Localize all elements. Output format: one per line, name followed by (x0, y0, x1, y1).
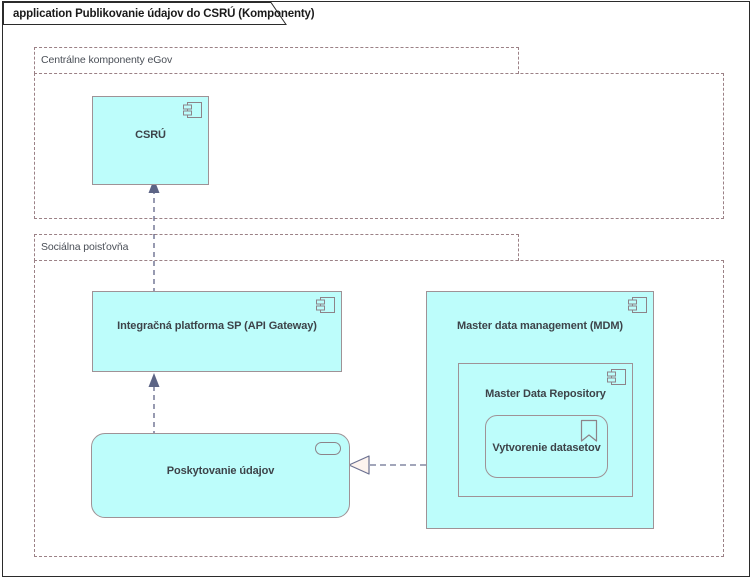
component-label-mdm: Master data management (MDM) (457, 320, 623, 332)
service-label-poskytovanie-udajov: Poskytovanie údajov (166, 465, 275, 477)
group-header-tab (34, 234, 519, 261)
group-header-tab (34, 47, 519, 74)
component-master-data-repository[interactable]: Master Data Repository Vytvorenie datase… (458, 363, 633, 497)
diagram-title-tab: application Publikovanie údajov do CSRÚ … (3, 2, 315, 30)
group-socialna-poistovna: Sociálna poisťovňa (34, 234, 724, 557)
application-service-icon (315, 442, 341, 455)
component-csru[interactable]: CSRÚ (92, 96, 209, 185)
uml-component-icon (183, 101, 203, 119)
function-vytvorenie-datasetov[interactable]: Vytvorenie datasetov (485, 415, 608, 478)
component-integracna-platforma[interactable]: Integračná platforma SP (API Gateway) (92, 291, 342, 372)
group-label-socialna-poistovna: Sociálna poisťovňa (41, 241, 129, 253)
connector-csru-from-integracna-platforma (147, 179, 161, 293)
function-label-vytvorenie-datasetov: Vytvorenie datasetov (492, 442, 601, 454)
connector-poskytovanie-udajov-realized-by-mdm (348, 454, 426, 476)
group-body (34, 73, 724, 219)
uml-component-icon (316, 296, 336, 314)
component-label-csru: CSRÚ (135, 129, 166, 141)
connector-integracna-platforma-from-poskytovanie-udajov (147, 373, 161, 436)
service-poskytovanie-udajov[interactable]: Poskytovanie údajov (91, 433, 350, 518)
group-centralne-komponenty-egov: Centrálne komponenty eGov (34, 47, 724, 219)
page-title: application Publikovanie údajov do CSRÚ … (13, 8, 315, 20)
component-mdm[interactable]: Master data management (MDM) Master Data… (426, 291, 654, 529)
uml-component-icon (628, 296, 648, 314)
component-label-integracna-platforma: Integračná platforma SP (API Gateway) (117, 320, 317, 332)
bookmark-icon (577, 419, 601, 445)
uml-component-icon (607, 368, 627, 386)
group-body (34, 260, 724, 557)
component-label-master-data-repository: Master Data Repository (485, 388, 606, 400)
group-label-centralne-komponenty-egov: Centrálne komponenty eGov (41, 54, 173, 66)
